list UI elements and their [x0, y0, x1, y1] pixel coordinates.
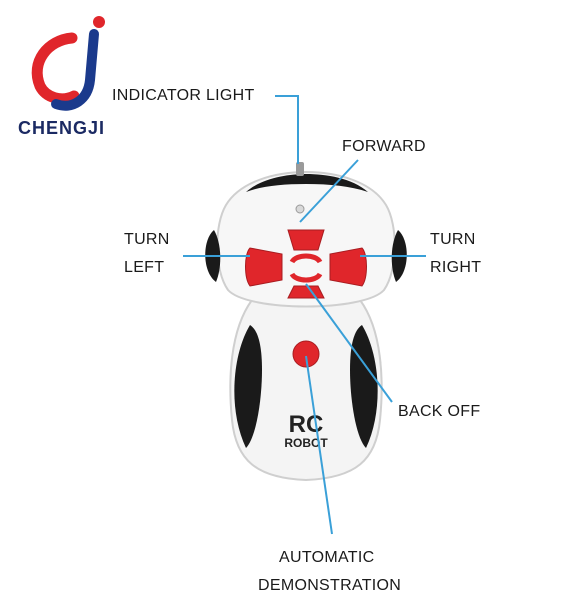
automatic-label-1: AUTOMATIC: [279, 549, 375, 566]
forward-label: FORWARD: [342, 138, 426, 155]
turn-right-button: [329, 247, 367, 287]
robot-logo-text: ROBOT: [284, 436, 328, 450]
back-off-button: [287, 285, 325, 299]
turn-left-label-1: TURN: [124, 231, 170, 248]
back-off-label: BACK OFF: [398, 403, 481, 420]
remote-control: RC ROBOT: [205, 162, 407, 482]
chengji-logo-icon: [31, 16, 105, 111]
brand-name: CHENGJI: [18, 118, 106, 138]
indicator-light-label: INDICATOR LIGHT: [112, 87, 255, 104]
turn-right-label-1: TURN: [430, 231, 476, 248]
callout-lines: [183, 95, 426, 535]
turn-right-label-2: RIGHT: [430, 259, 482, 276]
turn-left-button: [245, 247, 283, 287]
demonstration-button: [292, 340, 320, 368]
automatic-label-2: DEMONSTRATION: [258, 577, 402, 594]
forward-button: [287, 229, 325, 251]
turn-left-label-2: LEFT: [124, 259, 165, 276]
